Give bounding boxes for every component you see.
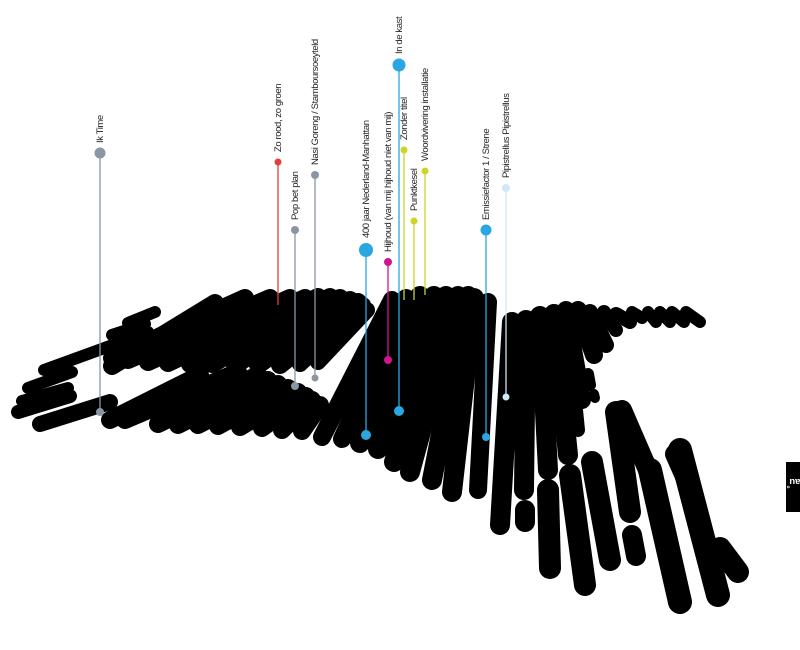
map-strip bbox=[384, 286, 456, 472]
map-strip bbox=[642, 306, 662, 328]
project-pin[interactable]: 400 jaar Nederland-Manhattan bbox=[359, 120, 373, 440]
brand-badge: ditbureau° bbox=[786, 462, 800, 512]
pin-head[interactable] bbox=[291, 226, 299, 234]
map-strip bbox=[567, 383, 585, 437]
pin-head[interactable] bbox=[410, 217, 418, 225]
project-label: Zonder titel bbox=[399, 97, 410, 140]
project-label: Zo rood, zo groen bbox=[273, 84, 284, 152]
map-strip bbox=[38, 340, 116, 376]
map-strip bbox=[313, 291, 401, 446]
map-strip bbox=[582, 368, 596, 391]
pin-base bbox=[311, 374, 319, 382]
project-pin[interactable]: Emissiefactor 1 / Strene bbox=[480, 129, 493, 441]
map-strip bbox=[609, 307, 637, 329]
map-strip bbox=[310, 302, 375, 370]
map-strip bbox=[530, 306, 558, 480]
map-strip bbox=[666, 306, 690, 328]
pin-head[interactable] bbox=[311, 171, 319, 179]
map-strip bbox=[622, 525, 646, 566]
map-strip bbox=[442, 288, 484, 502]
map-strip bbox=[581, 451, 621, 571]
project-pin[interactable]: Pipistrellus Pipistrellus bbox=[501, 93, 512, 401]
pin-head[interactable] bbox=[274, 158, 282, 166]
project-pin[interactable]: Nasi Goreng / Stamboursoeyteld bbox=[310, 39, 321, 382]
map-strip bbox=[11, 389, 77, 419]
project-label: In de kast bbox=[394, 16, 405, 54]
pin-head[interactable] bbox=[502, 184, 510, 192]
map-strip bbox=[638, 458, 692, 614]
pin-base bbox=[96, 408, 104, 416]
map-strip bbox=[605, 401, 641, 523]
map-strip bbox=[368, 286, 444, 459]
map-strip bbox=[400, 286, 468, 482]
map-strip bbox=[116, 363, 247, 429]
project-pin[interactable]: Pop bet plan bbox=[290, 171, 301, 390]
pin-base bbox=[394, 406, 404, 416]
map-strip bbox=[582, 304, 614, 353]
pin-head[interactable] bbox=[400, 146, 408, 154]
project-pin[interactable]: Woordvivering installatie bbox=[420, 68, 431, 295]
map-strip bbox=[626, 306, 648, 324]
pin-base bbox=[482, 433, 490, 441]
project-label: Woordvivering installatie bbox=[420, 68, 431, 161]
pin-head[interactable] bbox=[421, 167, 429, 175]
project-pin[interactable]: In de kast bbox=[392, 16, 406, 416]
project-pin[interactable]: Zo rood, zo groen bbox=[273, 84, 284, 305]
map-strip bbox=[16, 382, 74, 407]
map-strip bbox=[514, 310, 536, 500]
project-label: 400 jaar Nederland-Manhattan bbox=[361, 120, 372, 238]
project-label: Punktkesel bbox=[409, 168, 420, 211]
map-strip bbox=[273, 391, 321, 439]
map-strip bbox=[350, 286, 430, 453]
pin-base bbox=[384, 356, 392, 364]
map-strip bbox=[32, 394, 118, 432]
map-strip bbox=[293, 396, 329, 440]
map-strip bbox=[597, 305, 623, 337]
map-strip bbox=[569, 301, 603, 364]
project-label: Nasi Goreng / Stamboursoeyteld bbox=[310, 39, 321, 165]
map-strip bbox=[680, 306, 706, 328]
map-strip bbox=[149, 366, 267, 433]
map-strip bbox=[709, 537, 749, 583]
project-pin[interactable]: Punktkesel bbox=[409, 168, 420, 300]
project-pin[interactable]: Hijhoud (van mij hijhoud niet van mij) bbox=[383, 112, 394, 364]
map-strip bbox=[557, 301, 591, 409]
project-label: Emissiefactor 1 / Strene bbox=[481, 129, 492, 220]
project-label: Pipistrellus Pipistrellus bbox=[501, 93, 512, 178]
pin-base bbox=[291, 382, 299, 390]
pin-head[interactable] bbox=[359, 243, 373, 257]
pin-head[interactable] bbox=[392, 58, 406, 72]
pin-head[interactable] bbox=[384, 258, 392, 266]
pin-base bbox=[502, 393, 510, 401]
pin-base bbox=[361, 430, 371, 440]
map-strip bbox=[22, 366, 78, 394]
map-strip bbox=[333, 289, 415, 448]
map-strip bbox=[122, 306, 161, 329]
map-strip bbox=[654, 306, 676, 328]
project-pin[interactable]: Zonder titel bbox=[399, 97, 410, 300]
map-strips bbox=[11, 286, 749, 614]
pin-head[interactable] bbox=[94, 147, 106, 159]
project-pin[interactable]: Ik Time bbox=[94, 115, 107, 416]
map-strip bbox=[209, 379, 297, 435]
map-strip bbox=[665, 444, 700, 498]
project-label: Pop bet plan bbox=[290, 171, 301, 220]
map-strip bbox=[106, 318, 151, 341]
map-strip bbox=[589, 389, 600, 403]
project-label: Ik Time bbox=[95, 115, 106, 143]
map-strip bbox=[537, 479, 561, 579]
map-strip bbox=[544, 304, 578, 465]
pin-head[interactable] bbox=[480, 224, 492, 236]
project-label: Hijhoud (van mij hijhoud niet van mij) bbox=[383, 112, 394, 252]
map-strip bbox=[490, 312, 522, 535]
map-strip bbox=[559, 464, 596, 596]
brand-name: ditbureau bbox=[789, 476, 800, 488]
